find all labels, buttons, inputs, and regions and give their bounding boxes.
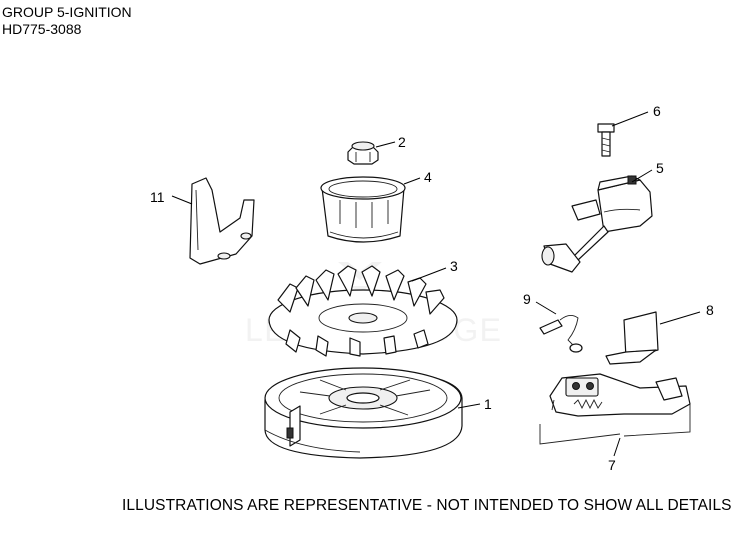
callout-6: 6 <box>653 103 661 119</box>
disclaimer-text: ILLUSTRATIONS ARE REPRESENTATIVE - NOT I… <box>122 497 732 514</box>
part-4-starter-cup <box>320 176 406 243</box>
callout-5: 5 <box>656 160 664 176</box>
callout-3: 3 <box>450 258 458 274</box>
callout-7: 7 <box>608 457 616 473</box>
part-6-bolt <box>597 123 615 157</box>
part-8-shield-plate <box>605 311 659 365</box>
callout-8: 8 <box>706 302 714 318</box>
part-1-flywheel-housing <box>264 367 463 459</box>
callout-9: 9 <box>523 291 531 307</box>
group-title: GROUP 5-IGNITION <box>2 4 132 20</box>
part-9-ground-wire <box>539 315 583 353</box>
part-5-ignition-coil <box>541 175 653 273</box>
part-11-bracket <box>189 177 255 265</box>
callout-1: 1 <box>484 396 492 412</box>
part-2-flywheel-nut <box>347 141 379 165</box>
leader-lines <box>171 111 701 457</box>
model-number: HD775-3088 <box>2 21 82 37</box>
part-3-cooling-fan <box>268 265 458 357</box>
callout-2: 2 <box>398 134 406 150</box>
callout-4: 4 <box>424 169 432 185</box>
callout-11: 11 <box>150 189 165 205</box>
part-7-switch-assembly <box>539 373 691 445</box>
